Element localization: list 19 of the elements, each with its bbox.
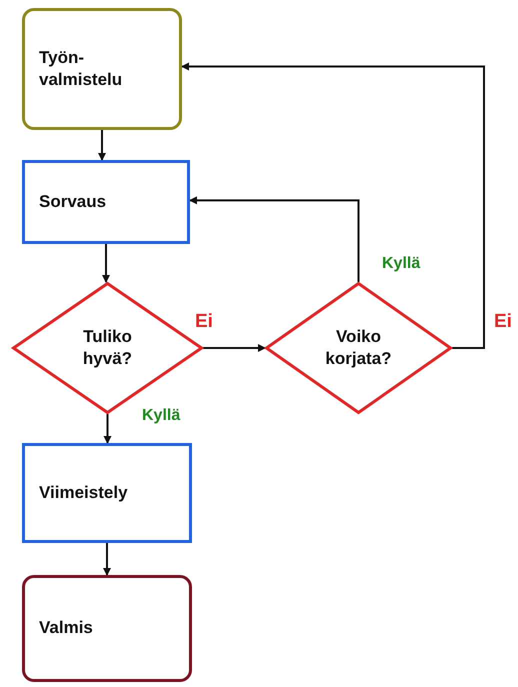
node-label: Tuliko hyvä? [82, 326, 134, 370]
edge-label: Kyllä [380, 255, 422, 273]
arrow [102, 244, 110, 283]
node-label: Voiko korjata? [324, 326, 393, 370]
arrow [181, 62, 485, 349]
process-box [22, 575, 192, 682]
arrow [104, 414, 112, 444]
node-label: Työn- valmistelu [39, 46, 124, 91]
arrow [98, 130, 106, 161]
arrow [189, 196, 360, 282]
arrow [203, 344, 266, 352]
arrow [103, 543, 111, 576]
process-box [22, 160, 190, 244]
edge-label: Kyllä [140, 407, 182, 425]
process-box [22, 8, 182, 130]
node-label: Viimeistely [39, 482, 128, 504]
node-label: Sorvaus [39, 190, 106, 213]
process-box [22, 443, 192, 543]
node-label: Valmis [39, 617, 93, 640]
